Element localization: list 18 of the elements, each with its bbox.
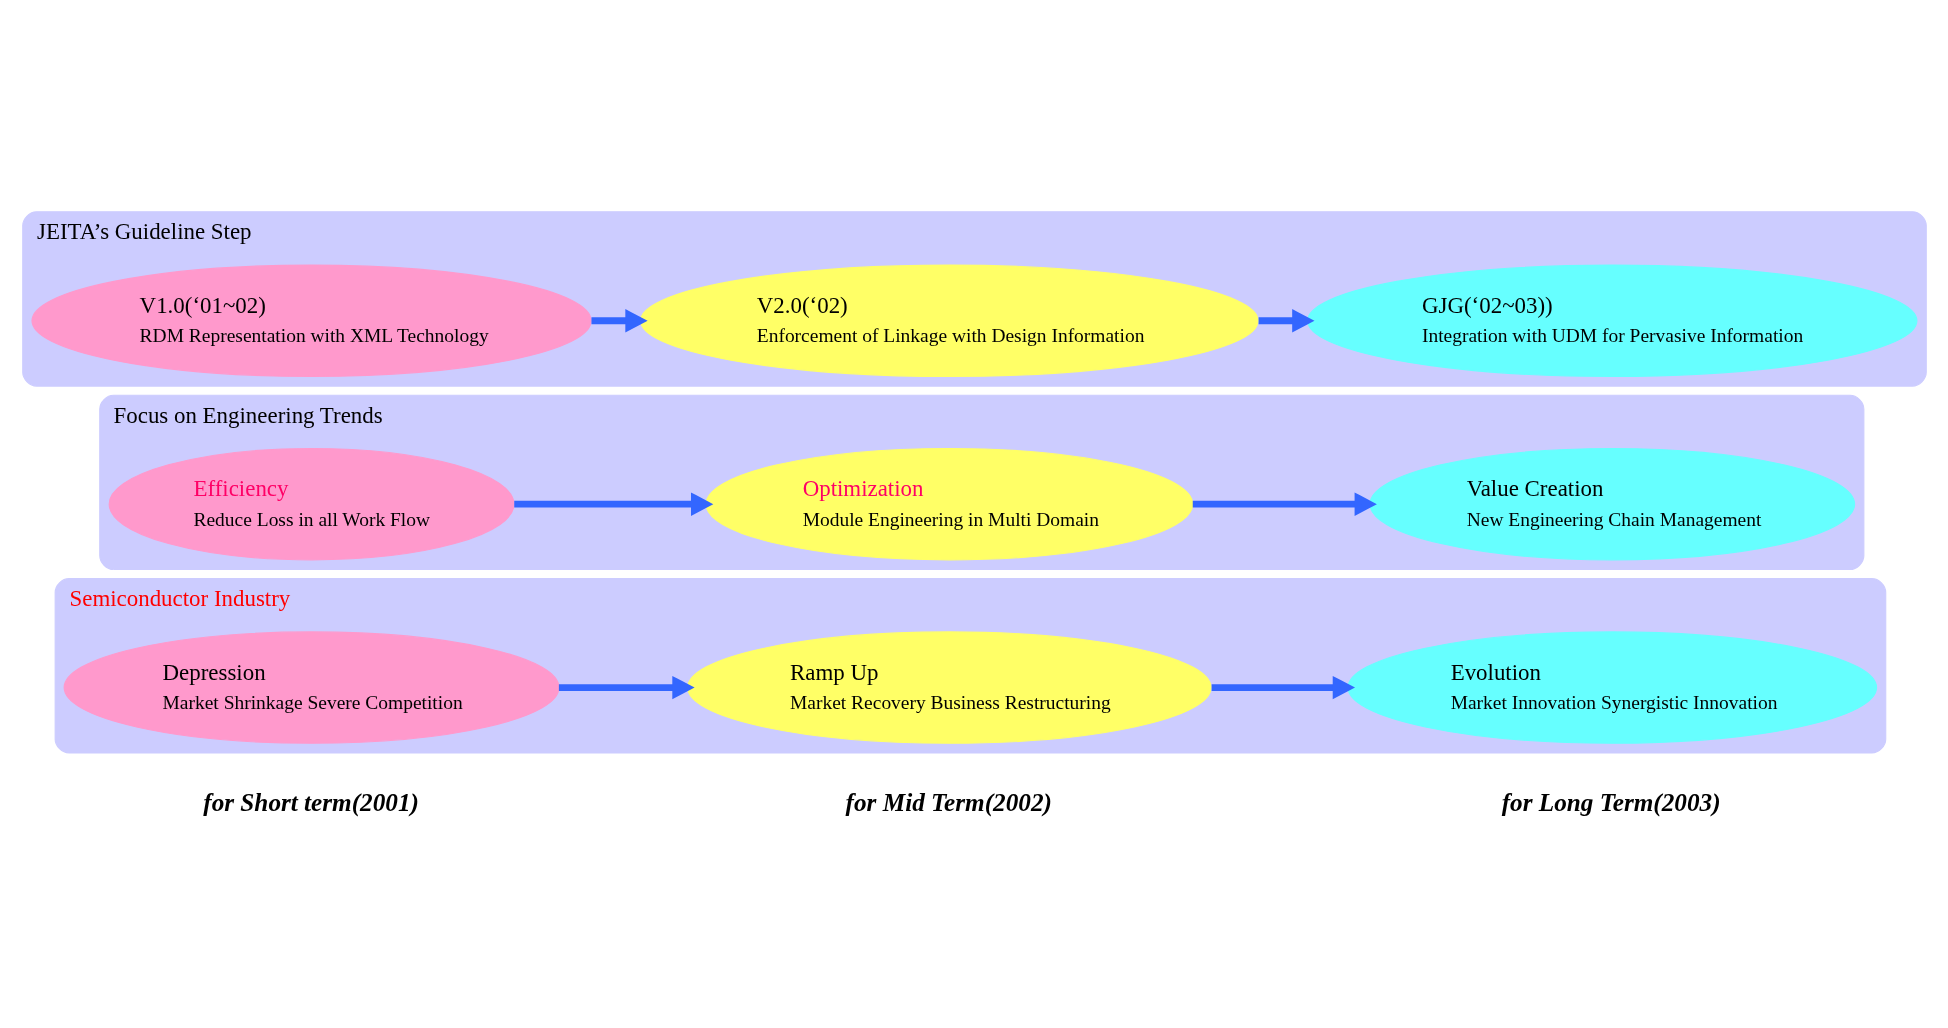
node-ellipse: V2.0(‘02) Enforcement of Linkage with Design Information (639, 264, 1259, 377)
arrow (1258, 308, 1314, 332)
arrow (1192, 491, 1377, 516)
node-ellipse: GJG(‘02~03)) Integration with UDM for Pervasive Information (1306, 264, 1917, 377)
label: for Long Term(2003) (1501, 788, 1721, 816)
label: for Short term(2001) (202, 788, 419, 816)
node-ellipse: Optimization Module Engineering in Multi Domain (704, 447, 1193, 560)
arrow (513, 491, 713, 516)
label: for Mid Term(2002) (845, 788, 1052, 816)
node-ellipse: Efficiency Reduce Loss in all Work Flow (108, 447, 515, 560)
arrow (1211, 675, 1355, 699)
node-ellipse: Value Creation New Engineering Chain Management (1368, 447, 1855, 560)
node-ellipse: Ramp Up Market Recovery Business Restructuring (686, 630, 1212, 744)
arrow (590, 308, 648, 332)
node-ellipse: Evolution Market Innovation Synergistic Innovation (1346, 630, 1877, 744)
arrow (558, 675, 695, 699)
node-ellipse: Depression Market Shrinkage Severe Competition (63, 630, 560, 744)
node-ellipse: V1.0(‘01~02) RDM Representation with XML Technology (30, 264, 592, 377)
